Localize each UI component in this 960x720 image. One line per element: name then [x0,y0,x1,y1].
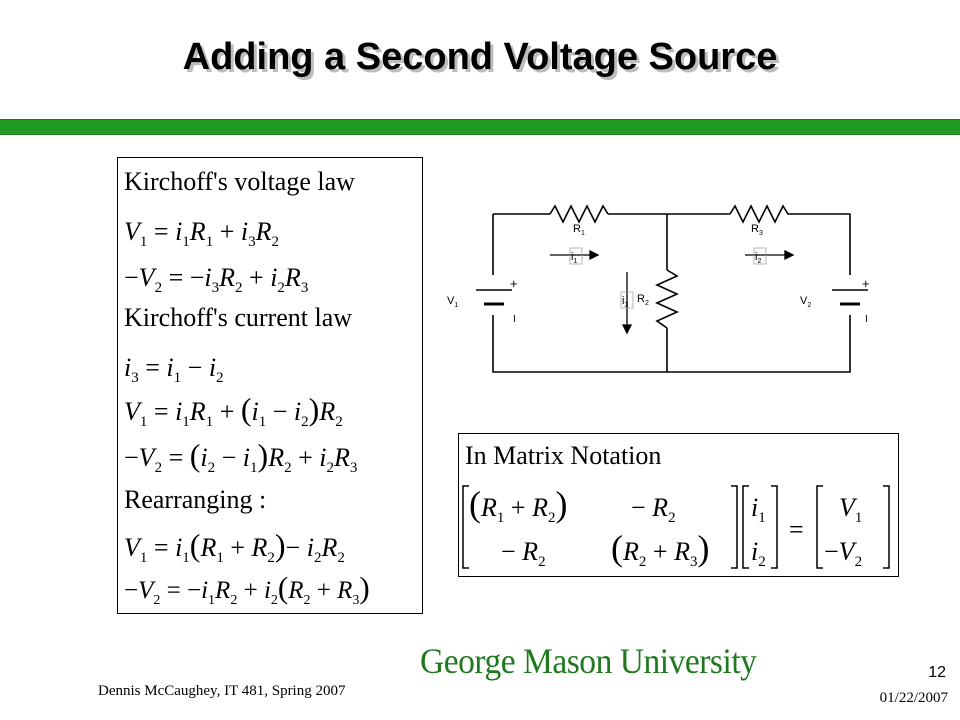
kvl-heading: Kirchoff's voltage law [124,167,355,196]
label-r3: R3 [751,223,763,237]
svg-text:V1 = i1R1 + (i1 − i2)R2: V1 = i1R1 + (i1 − i2)R2 [124,391,343,430]
matrix-a12: − R2 [631,493,676,526]
label-i1: i1 [571,251,577,265]
matrix-a21: − R2 [501,537,546,570]
matrix-equals: = [789,515,804,544]
voltage-source-v1 [476,275,512,315]
label-i2: i2 [755,251,761,265]
equation-kcl: i3 = i1 − i2 [124,353,224,386]
resistor-r2 [655,269,679,329]
equation-substituted-2: −V2 = (i2 − i1)R2 + i2R3 [124,437,357,476]
v2-plus-sign: + [862,276,870,291]
equation-substituted-1: V1 = i1R1 + (i1 − i2)R2 [124,391,343,430]
slide-title-shadow: Adding a Second Voltage Source [185,39,781,81]
circuit-diagram: R1 R3 R2 V1 V2 i1 i2 i3 + I + I [447,204,870,373]
rearranging-heading: Rearranging : [124,485,266,514]
accent-divider-bar [0,119,960,135]
equation-rearranged-1: V1 = i1(R1 + R2)− i2R2 [124,527,345,566]
vector-i1: i1 [751,493,766,526]
matrix-a11: (R1 + R2) [469,484,567,526]
v1-minus-sign: I [513,314,516,325]
svg-text:−V2 = −i3R2 + i2R3: −V2 = −i3R2 + i2R3 [124,263,308,296]
resistor-r1 [549,204,609,224]
matrix-heading: In Matrix Notation [465,441,661,470]
current-arrow-i2 [745,249,795,261]
vector-i2: i2 [751,537,766,570]
kcl-heading: Kirchoff's current law [124,303,352,332]
label-v1: V1 [447,295,458,309]
matrix-brackets [462,485,890,569]
v1-plus-sign: + [510,276,518,291]
voltage-source-v2 [832,275,868,315]
equation-rearranged-2: −V2 = −i1R2 + i2(R2 + R3) [124,570,370,608]
v2-minus-sign: I [865,314,868,325]
university-logo: George Mason University [420,641,757,681]
label-r2: R2 [637,293,649,307]
matrix-notation-box: In Matrix Notation (R1 + R2) − R2 − R2 (… [458,433,899,577]
resistor-r3 [729,204,792,224]
vector-minus-v2: −V2 [824,537,862,570]
label-r1: R1 [573,223,585,237]
vector-v1: V1 [839,493,862,526]
kirchhoff-equations-box: Kirchoff's voltage law V1 = i1R1 + i3R2 … [117,157,423,614]
label-i3: i3 [622,295,628,309]
footer-date: 01/22/2007 [879,690,948,706]
svg-text:V1 = i1(R1 + R2)− i2R2: V1 = i1(R1 + R2)− i2R2 [124,527,345,566]
label-v2: V2 [800,295,811,309]
slide-title: Adding a Second Voltage Source [182,36,778,78]
equations-svg: Kirchoff's voltage law V1 = i1R1 + i3R2 … [124,167,370,608]
circuit-outer-wire [492,213,851,373]
page-number: 12 [928,664,946,681]
equation-kvl-1: V1 = i1R1 + i3R2 [124,217,279,250]
svg-text:i3 = i1 − i2: i3 = i1 − i2 [124,353,224,386]
current-arrow-i3 [621,272,633,335]
footer-author: Dennis McCaughey, IT 481, Spring 2007 [98,683,346,699]
matrix-a22: (R2 + R3) [611,528,709,570]
matrix-svg: In Matrix Notation (R1 + R2) − R2 − R2 (… [462,441,890,570]
svg-text:−V2 = (i2 − i1)R2 + i2R3: −V2 = (i2 − i1)R2 + i2R3 [124,437,357,476]
svg-text:−V2 = −i1R2 + i2(R2 + R3): −V2 = −i1R2 + i2(R2 + R3) [124,570,370,608]
svg-text:V1 = i1R1 + i3R2: V1 = i1R1 + i3R2 [124,217,279,250]
equation-kvl-2: −V2 = −i3R2 + i2R3 [124,263,308,296]
